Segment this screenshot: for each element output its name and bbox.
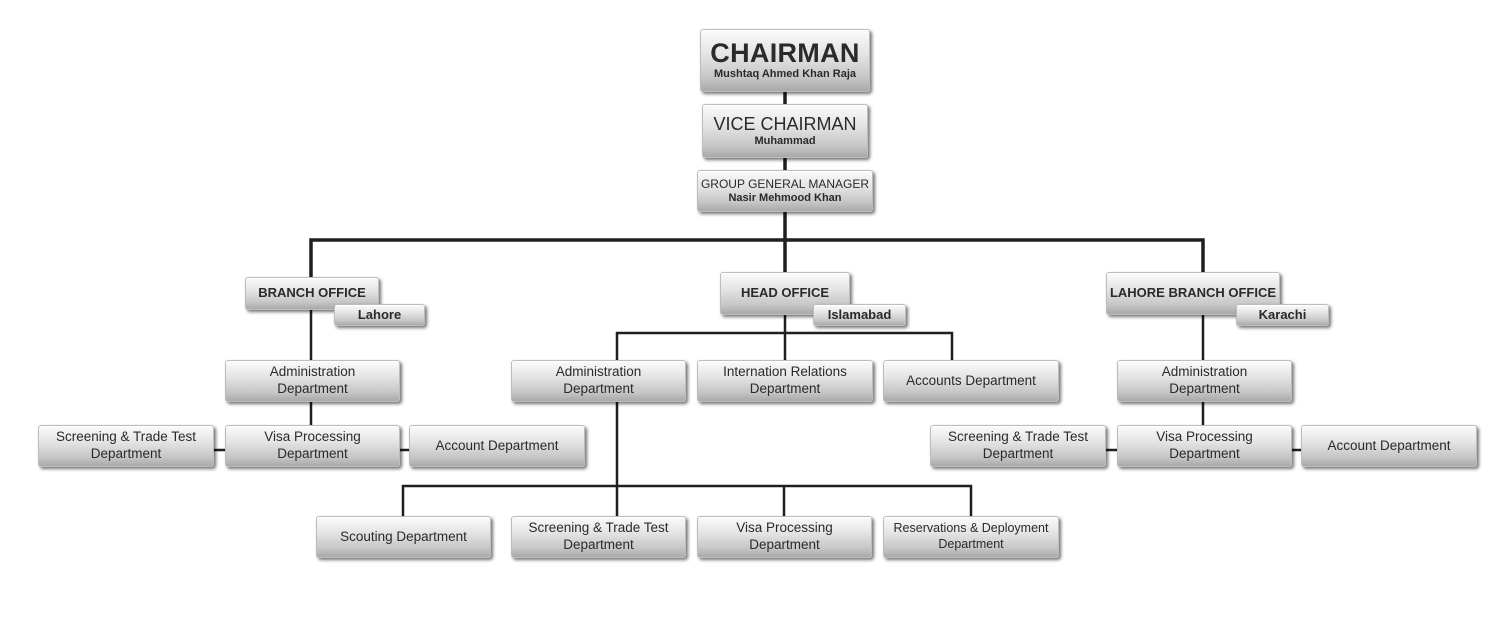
head-office-location: Islamabad <box>813 304 906 326</box>
branch-office-location: Lahore <box>334 304 425 326</box>
chairman-box: CHAIRMAN Mushtaq Ahmed Khan Raja <box>700 29 870 92</box>
branch-office-box: BRANCH OFFICE <box>245 277 379 310</box>
right-admin-dept: Administration Department <box>1117 360 1292 402</box>
connector <box>309 238 1205 279</box>
head-office-title: HEAD OFFICE <box>740 285 830 301</box>
chairman-name: Mushtaq Ahmed Khan Raja <box>714 67 856 80</box>
ho-screening-label: Screening & Trade Test Department <box>528 520 669 552</box>
left-admin-dept: Administration Department <box>225 360 400 402</box>
ho-visa-label: Visa Processing Department <box>736 520 833 552</box>
ho-admin-label: Administration Department <box>555 364 642 396</box>
ho-reservations-label: Reservations & Deployment Department <box>893 521 1049 551</box>
left-screening-dept: Screening & Trade Test Department <box>38 425 214 467</box>
connector <box>401 484 973 516</box>
right-screening-dept: Screening & Trade Test Department <box>930 425 1106 467</box>
right-screening-label: Screening & Trade Test Department <box>947 429 1089 461</box>
left-visa-label: Visa Processing Department <box>264 429 361 461</box>
lahore-branch-office-box: LAHORE BRANCH OFFICE <box>1106 272 1280 315</box>
left-admin-label: Administration Department <box>269 364 356 396</box>
ho-accounts-dept: Accounts Department <box>883 360 1059 402</box>
right-account-label: Account Department <box>1327 437 1451 453</box>
right-visa-dept: Visa Processing Department <box>1117 425 1292 467</box>
left-screening-label: Screening & Trade Test Department <box>55 429 197 461</box>
connector <box>615 331 954 360</box>
head-office-location-label: Islamabad <box>827 306 892 322</box>
ho-accounts-label: Accounts Department <box>906 372 1036 388</box>
ho-admin-dept: Administration Department <box>511 360 686 402</box>
lahore-branch-office-title: LAHORE BRANCH OFFICE <box>1109 285 1277 301</box>
group-gm-box: GROUP GENERAL MANAGER Nasir Mehmood Khan <box>697 170 873 212</box>
vice-chairman-box: VICE CHAIRMAN Muhammad <box>702 104 868 158</box>
ho-intl-relations-label: Internation Relations Department <box>723 364 847 396</box>
vice-chairman-title: VICE CHAIRMAN <box>713 113 857 134</box>
ho-scouting-dept: Scouting Department <box>316 516 491 558</box>
ho-visa-dept: Visa Processing Department <box>697 516 872 558</box>
ho-scouting-label: Scouting Department <box>340 528 467 544</box>
group-gm-name: Nasir Mehmood Khan <box>728 191 842 204</box>
group-gm-title: GROUP GENERAL MANAGER <box>700 176 870 191</box>
ho-screening-dept: Screening & Trade Test Department <box>511 516 686 558</box>
left-account-dept: Account Department <box>409 425 585 467</box>
right-admin-label: Administration Department <box>1161 364 1248 396</box>
left-account-label: Account Department <box>435 437 559 453</box>
vice-chairman-name: Muhammad <box>754 135 816 148</box>
branch-office-title: BRANCH OFFICE <box>258 285 366 301</box>
lahore-branch-location: Karachi <box>1236 304 1329 326</box>
branch-office-location-label: Lahore <box>357 306 402 322</box>
right-account-dept: Account Department <box>1301 425 1477 467</box>
left-visa-dept: Visa Processing Department <box>225 425 400 467</box>
chairman-title: CHAIRMAN <box>710 38 860 69</box>
ho-reservations-dept: Reservations & Deployment Department <box>883 516 1059 558</box>
lahore-branch-location-label: Karachi <box>1258 306 1307 322</box>
head-office-box: HEAD OFFICE <box>720 272 850 315</box>
right-visa-label: Visa Processing Department <box>1156 429 1253 461</box>
ho-intl-relations-dept: Internation Relations Department <box>697 360 873 402</box>
